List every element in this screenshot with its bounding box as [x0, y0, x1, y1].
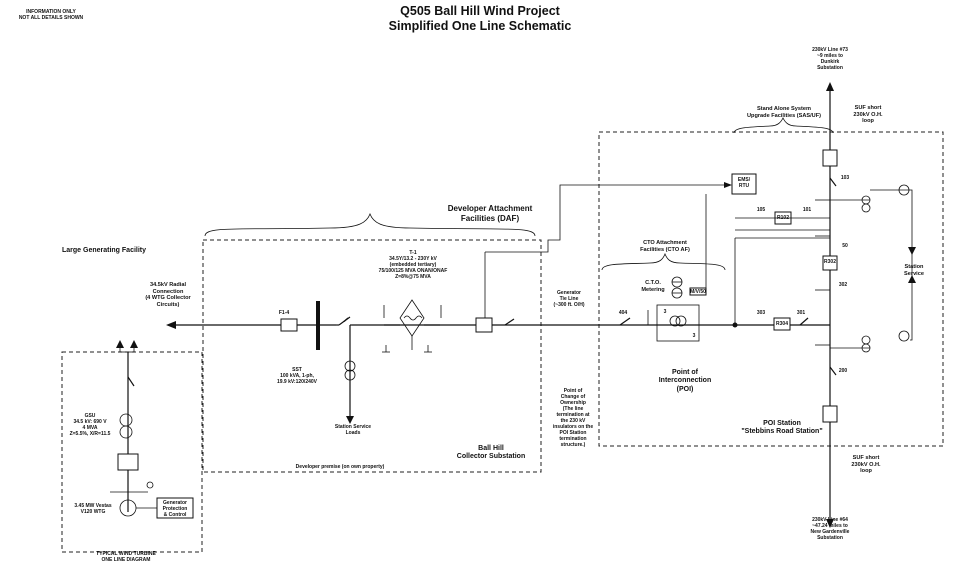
poi-station-label: POI Station "Stebbins Road Station"	[741, 420, 823, 436]
main-breaker	[475, 317, 493, 333]
t1-transformer	[399, 299, 425, 337]
title-line1: Q505 Ball Hill Wind Project	[400, 4, 560, 18]
device-301: 301	[796, 310, 806, 316]
device-404: 404	[618, 310, 628, 316]
gen-prot-label: Generator Protection & Control	[162, 500, 188, 518]
breaker-r302: R302	[824, 259, 836, 265]
line73-arrow	[826, 82, 834, 91]
device-105: 105	[756, 207, 766, 213]
device-303: 303	[756, 310, 766, 316]
ems-rtu-label: EMS/ RTU	[737, 177, 751, 189]
poi-station-boundary	[598, 131, 944, 447]
station-service-loads-label: Station Service Loads	[334, 424, 372, 436]
ball-hill-label: Ball Hill Collector Substation	[456, 445, 526, 461]
line64-arrow	[826, 519, 834, 528]
wtg-label: 3.45 MW Vestas V120 WTG	[74, 503, 112, 515]
ctoaf-label: CTO Attachment Facilities (CTO AF)	[640, 240, 690, 253]
device-200: 200	[838, 368, 848, 374]
line64-label: 230kV Line #64 ~47.24 miles to New Garde…	[810, 517, 850, 541]
dev-premise-label: Developer premise (on own property)	[295, 464, 385, 470]
daf-label: Developer Attachment Facilities (DAF)	[447, 204, 533, 223]
station-service-link	[870, 189, 913, 341]
radial-label: 34.5kV Radial Connection (4 WTG Collecto…	[145, 282, 191, 309]
cto-metering-label: C.T.O. Metering	[641, 280, 665, 293]
title-line2: Simplified One Line Schematic	[388, 19, 572, 33]
lgf-label: Large Generating Facility	[62, 247, 147, 254]
breaker-r102: R102	[777, 215, 789, 221]
poi-label: Point of Interconnection (POI)	[658, 369, 712, 393]
device-3b: 3	[692, 333, 696, 339]
ems-link	[485, 184, 728, 253]
f14-label: F1-4	[278, 310, 290, 316]
coo-label: Point of Change of Ownership (The line t…	[552, 388, 594, 448]
gsu-label: GSU 34.5 kV: 690 V 4 MVA Z=5.5%, X/R=11.…	[69, 413, 111, 437]
cto-metering-box	[656, 304, 700, 342]
radial-arrow	[166, 321, 176, 329]
gen-tie-label: Generator Tie Line (~300 ft. O/H)	[553, 290, 585, 308]
line73-label: 230kV Line #73 ~9 miles to Dunkirk Subst…	[812, 47, 848, 71]
sasuf-brace	[733, 117, 834, 134]
suf-bottom-label: SUF short 230kV O.H. loop	[851, 455, 881, 475]
device-103: 103	[840, 175, 850, 181]
ems-rtu-box	[731, 173, 757, 195]
typical-wtg-label: TYPICAL WIND TURBINE ONE LINE DIAGRAM	[96, 551, 156, 563]
device-302: 302	[838, 282, 848, 288]
sasuf-label: Stand Alone System Upgrade Facilities (S…	[747, 106, 821, 119]
ctoaf-brace	[601, 252, 726, 271]
device-101: 101	[802, 207, 812, 213]
sst-label: SST 100 kVA, 1-ph, 19.9 kV:120/240V	[276, 367, 318, 385]
f14-breaker	[280, 318, 298, 332]
station-service-label: Station Service	[904, 264, 924, 277]
metering-tag: M/V/50	[690, 289, 706, 295]
t1-label: T-1 34.5Y/13.2 - 230Y kV (embedded terti…	[378, 250, 448, 280]
device-50: 50	[842, 243, 848, 249]
suf-top-label: SUF short 230kV O.H. loop	[853, 105, 883, 125]
daf-brace	[204, 212, 536, 237]
collector-substation-boundary	[202, 239, 542, 473]
info-note: INFORMATION ONLY NOT ALL DETAILS SHOWN	[18, 9, 84, 21]
breaker-r304: R304	[776, 321, 788, 327]
device-3a: 3	[663, 309, 667, 315]
